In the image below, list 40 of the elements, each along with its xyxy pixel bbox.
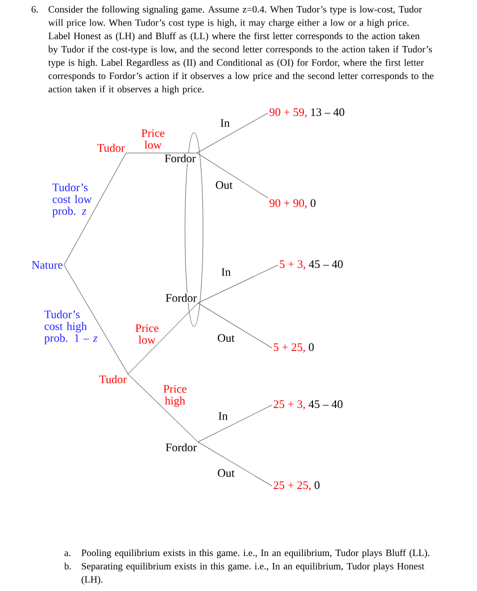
payoff-label: 90 + 90, 0 — [270, 199, 316, 209]
player-label: Tudor — [97, 144, 125, 152]
payoff-label: 5 + 25, 0 — [274, 343, 314, 353]
branch-line — [196, 112, 268, 154]
branch-line — [198, 264, 278, 304]
edge-label: In — [218, 412, 228, 420]
player-label: Fordor — [164, 442, 198, 452]
payoff-label: 25 + 25, 0 — [274, 481, 320, 491]
player-label: Fordor — [164, 153, 197, 164]
option-text: Pooling equilibrium exists in this game. i.e., In an equilibrium, Tudor plays Bluff (LL). — [81, 549, 430, 558]
edge-label: In — [220, 119, 230, 127]
branch-line — [198, 442, 272, 486]
branch-line — [128, 374, 198, 442]
payoff-label: 5 + 3, 45 – 40 — [280, 260, 343, 270]
branch-line — [128, 302, 198, 374]
payoff-label: 25 + 3, 45 – 40 — [274, 400, 342, 410]
option-text: Separating equilibrium exists in this game. i.e., In an equilibrium, Tudor plays Honest (LH). — [82, 562, 424, 585]
edge-label: Price high — [164, 385, 186, 407]
branch-line — [198, 302, 272, 348]
branch-line — [196, 152, 268, 198]
edge-label: Price low — [136, 324, 158, 344]
edge-label: Out — [218, 334, 235, 342]
player-label: Nature — [32, 261, 62, 269]
branch-line — [198, 404, 272, 442]
branch-line — [64, 264, 128, 374]
edge-label: Price low — [142, 129, 164, 149]
edge-label: Tudor’s cost low prob. z — [52, 183, 92, 218]
edge-label: Out — [218, 469, 235, 477]
player-label: Fordor — [164, 292, 198, 303]
edge-label: Tudor’s cost high prob. 1 – z — [44, 310, 98, 344]
player-label: Tudor — [99, 375, 127, 384]
question-text: Consider the following signaling game. Assume z=0.4. When Tudor’s type is low-cost, Tudor will price low. When Tudor’s cost type is high, it may charge either a low or a high price. Label Honest as (LH) and Bluff as (LL) where the first letter corresponds to the action taken by Tudor if the cost-type is low, and the second letter corresponds to the action taken if Tudor’s type is high. Label Regardless as (II) and Conditional as (OI) for Fordor, where the first letter corresponds to Fordor’s action if it observes a low price and the second letter corresponds to the action taken if it observes a high price. — [48, 6, 434, 94]
edge-label: In — [222, 268, 231, 276]
branch-line — [126, 152, 198, 154]
option-letter: b. — [64, 562, 71, 570]
payoff-label: 90 + 59, 13 – 40 — [270, 108, 344, 118]
question-number: 6. — [32, 6, 38, 13]
option-letter: a. — [64, 551, 70, 556]
branch-line — [64, 152, 126, 266]
edge-label: Out — [216, 181, 233, 189]
